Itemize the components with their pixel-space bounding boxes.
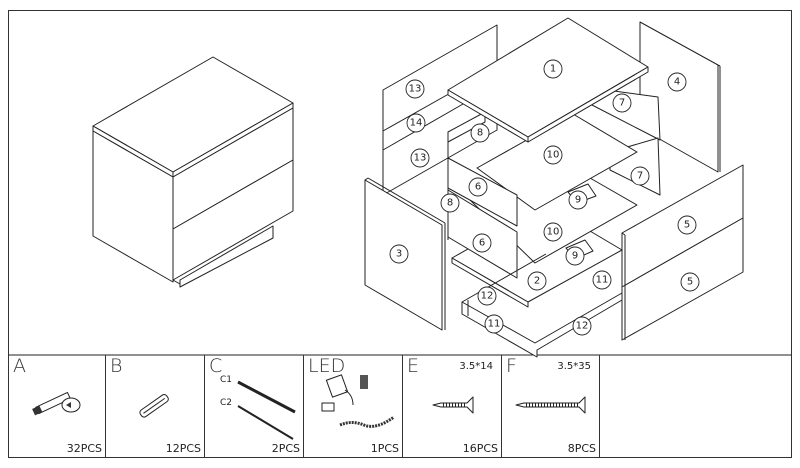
part-number-label: 11 bbox=[596, 275, 609, 286]
hardware-letter: LED bbox=[308, 355, 346, 377]
part-label-circle bbox=[543, 145, 563, 165]
hardware-cell-f: F 3.5*35 8PCS bbox=[502, 355, 600, 457]
drawer-rail-icon bbox=[237, 380, 296, 440]
hardware-letter: A bbox=[13, 355, 26, 377]
part-number-label: 5 bbox=[687, 277, 693, 288]
part-number-label: 12 bbox=[576, 321, 589, 332]
hardware-letter: F bbox=[506, 355, 517, 377]
hardware-cell-led: LED 1PCS bbox=[304, 355, 403, 457]
part-number-label: 13 bbox=[409, 84, 422, 95]
part-number-label: 9 bbox=[575, 195, 581, 206]
part-label-circle bbox=[477, 286, 497, 306]
wooden-dowel-icon bbox=[139, 394, 169, 418]
part-number-label: 3 bbox=[396, 249, 402, 260]
part-label-circle bbox=[677, 215, 697, 235]
screw-spec: 3.5*14 bbox=[459, 361, 493, 372]
hardware-qty: 32PCS bbox=[66, 442, 102, 455]
cam-lock-bolt-icon bbox=[32, 391, 81, 416]
part-number-label: 10 bbox=[547, 150, 560, 161]
part-label-circle bbox=[565, 246, 585, 266]
rail-c2-label: C2 bbox=[220, 398, 233, 408]
part-number-label: 4 bbox=[674, 77, 680, 88]
part-number-label: 11 bbox=[488, 319, 501, 330]
hardware-qty: 16PCS bbox=[462, 442, 498, 455]
part-label-circle bbox=[527, 271, 547, 291]
hardware-cell-a: A 32PCS bbox=[8, 355, 106, 457]
part-number-label: 9 bbox=[572, 251, 578, 262]
hardware-cell-c: C C1 C2 2PCS bbox=[205, 355, 304, 457]
part-number-label: 14 bbox=[410, 118, 423, 129]
part-label-circle bbox=[470, 123, 490, 143]
part-label-circle bbox=[543, 222, 563, 242]
part-label-circle bbox=[667, 72, 687, 92]
hardware-letter: B bbox=[110, 355, 123, 377]
part-label-circle bbox=[389, 244, 409, 264]
part-label-circle bbox=[568, 190, 588, 210]
part-label-circle bbox=[680, 272, 700, 292]
part-label-circle bbox=[592, 270, 612, 290]
part-label-circle bbox=[572, 316, 592, 336]
part-number-label: 10 bbox=[547, 227, 560, 238]
part-label-circle bbox=[410, 148, 430, 168]
rail-c1-label: C1 bbox=[220, 375, 233, 385]
part-number-label: 13 bbox=[414, 153, 427, 164]
part-number-label: 7 bbox=[637, 171, 643, 182]
part-label-circle bbox=[468, 177, 488, 197]
assembled-cabinet-illustration bbox=[92, 56, 294, 288]
part-label-circle bbox=[405, 79, 425, 99]
part-label-circle bbox=[484, 314, 504, 334]
hardware-letter: C bbox=[209, 355, 223, 377]
hardware-cell-e: E 3.5*14 16PCS bbox=[403, 355, 502, 457]
part-number-label: 6 bbox=[479, 238, 485, 249]
part-label-circle bbox=[612, 93, 632, 113]
part-label-circle bbox=[543, 59, 563, 79]
long-screw-icon bbox=[515, 396, 586, 414]
part-number-label: 12 bbox=[481, 291, 494, 302]
part-label-circle bbox=[440, 193, 460, 213]
panel-13-back bbox=[382, 24, 498, 196]
part-number-label: 8 bbox=[447, 198, 453, 209]
hardware-qty: 2PCS bbox=[271, 442, 300, 455]
hardware-cell-b: B 12PCS bbox=[106, 355, 205, 457]
short-screw-icon bbox=[432, 396, 474, 414]
part-number-label: 2 bbox=[534, 276, 540, 287]
part-number-label: 6 bbox=[475, 182, 481, 193]
part-label-circle bbox=[630, 166, 650, 186]
diagram-frame bbox=[8, 10, 792, 458]
part-label-circle bbox=[406, 113, 426, 133]
hardware-qty: 1PCS bbox=[370, 442, 399, 455]
led-kit-icon bbox=[321, 374, 395, 428]
part-number-label: 8 bbox=[477, 128, 483, 139]
hardware-letter: E bbox=[407, 355, 420, 377]
hardware-qty: 8PCS bbox=[567, 442, 596, 455]
part-number-label: 7 bbox=[619, 98, 625, 109]
part-number-label: 1 bbox=[550, 64, 556, 75]
screw-spec: 3.5*35 bbox=[557, 361, 591, 372]
part-number-label: 5 bbox=[684, 220, 690, 231]
hardware-qty: 12PCS bbox=[165, 442, 201, 455]
part-label-circle bbox=[472, 233, 492, 253]
